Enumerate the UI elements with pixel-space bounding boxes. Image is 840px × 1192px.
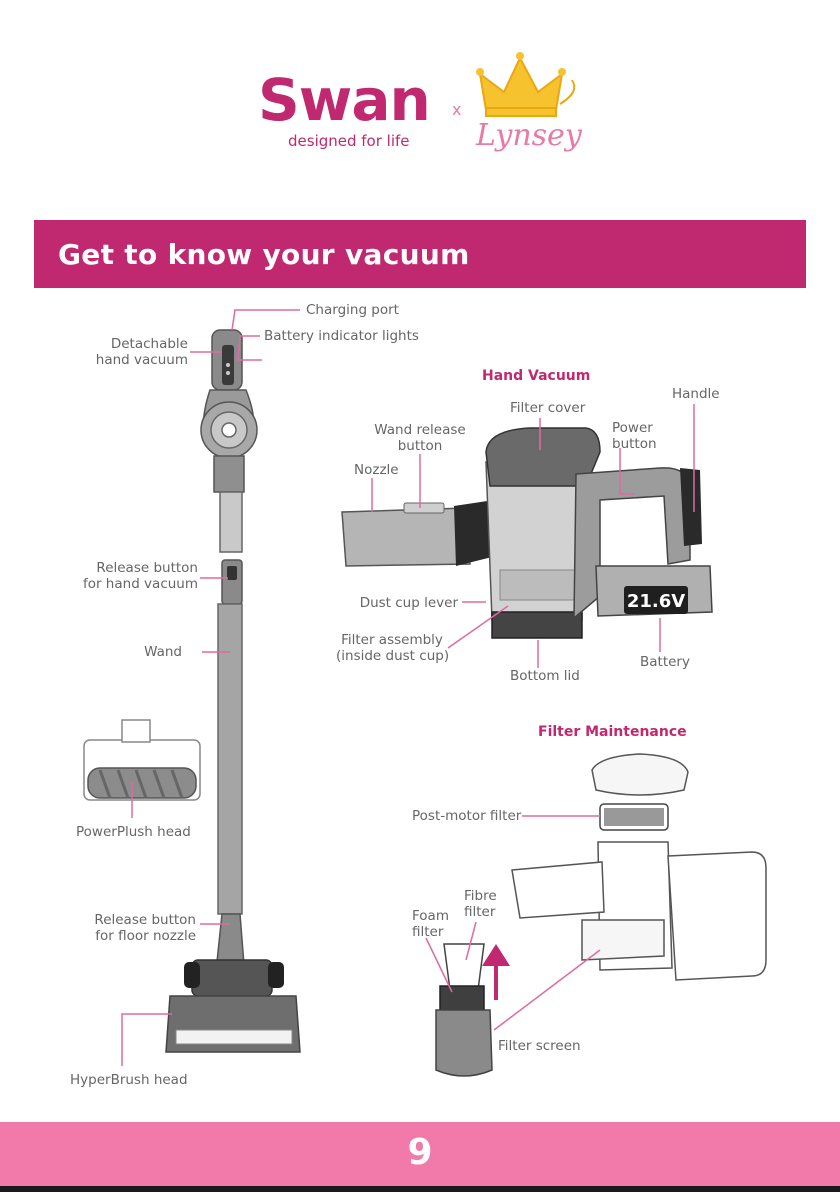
label-filter-screen: Filter screen [498,1038,581,1054]
label-line: filter [464,904,497,920]
label-line: Release button [66,912,196,928]
bottom-border [0,1186,840,1192]
label-line: for hand vacuum [62,576,198,592]
label-line: Filter assembly [336,632,448,648]
label-charging-port: Charging port [306,302,399,318]
page-number: 9 [0,1132,840,1173]
label-power-button: Power button [612,420,657,452]
label-handle: Handle [672,386,720,402]
page-footer: 9 [0,1122,840,1186]
label-release-floor: Release button for floor nozzle [66,912,196,944]
label-wand: Wand [100,644,182,660]
label-filter-cover: Filter cover [510,400,585,416]
hand-vacuum-title: Hand Vacuum [482,368,590,384]
label-line: button [612,436,657,452]
filter-maintenance-title: Filter Maintenance [538,724,687,740]
label-foam-filter: Foam filter [412,908,449,940]
label-filter-assembly: Filter assembly (inside dust cup) [336,632,448,664]
label-line: Release button [62,560,198,576]
label-fibre-filter: Fibre filter [464,888,497,920]
label-release-hand: Release button for hand vacuum [62,560,198,592]
label-detachable-hand-vacuum: Detachable hand vacuum [82,336,188,368]
label-hyperbrush: HyperBrush head [70,1072,188,1088]
label-line: Fibre [464,888,497,904]
label-dust-cup-lever: Dust cup lever [346,595,458,611]
label-line: filter [412,924,449,940]
label-line: Foam [412,908,449,924]
label-line: Power [612,420,657,436]
label-post-motor-filter: Post-motor filter [412,808,521,824]
label-nozzle: Nozzle [354,462,399,478]
label-line: Wand release [368,422,472,438]
label-battery-indicator: Battery indicator lights [264,328,419,344]
label-line: (inside dust cup) [336,648,448,664]
label-line: for floor nozzle [66,928,196,944]
label-line: button [368,438,472,454]
label-line: Detachable [82,336,188,352]
label-line: hand vacuum [82,352,188,368]
label-wand-release: Wand release button [368,422,472,454]
label-powerplush: PowerPlush head [76,824,191,840]
label-battery: Battery [640,654,690,670]
voltage-label: 21.6V [627,591,685,612]
label-bottom-lid: Bottom lid [510,668,580,684]
